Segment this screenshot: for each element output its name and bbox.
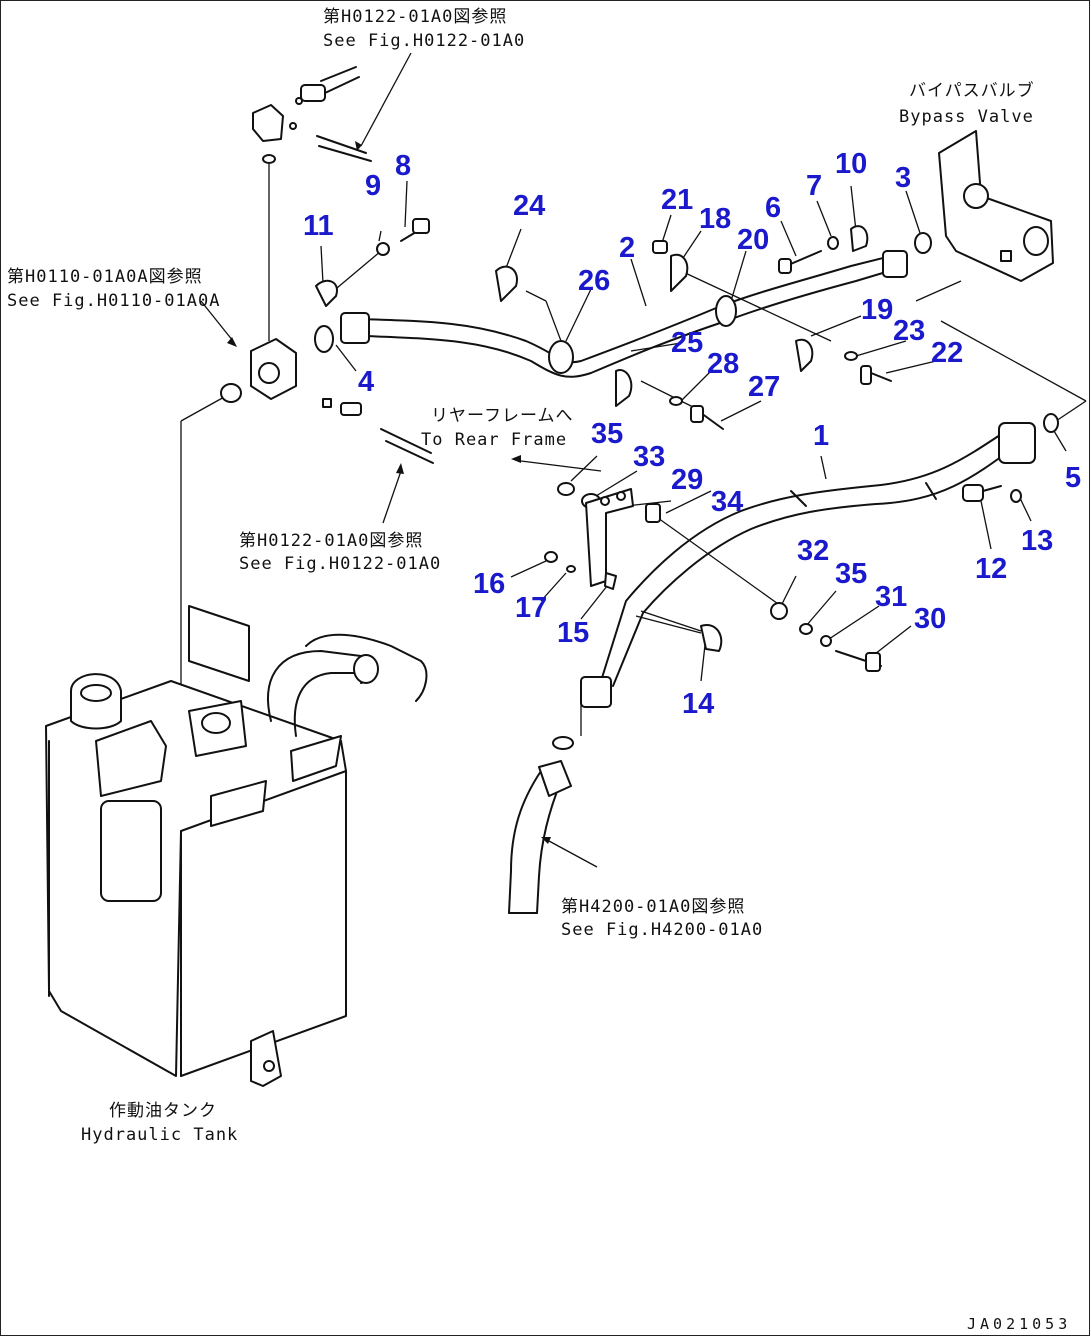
callout-21: 21	[661, 184, 694, 216]
callout-24: 24	[513, 190, 546, 222]
callout-14: 14	[682, 688, 715, 720]
ref-left-en: See Fig.H0110-01A0A	[7, 291, 221, 311]
callout-23: 23	[893, 315, 926, 347]
callout-29: 29	[671, 464, 704, 496]
callout-17: 17	[515, 592, 548, 624]
reference-leaders	[200, 52, 1087, 868]
callout-3: 3	[895, 162, 912, 194]
ref-left-jp: 第H0110-01A0A図参照	[7, 267, 203, 287]
callout-19: 19	[861, 294, 894, 326]
hose-1	[580, 422, 1036, 708]
rear-frame-jp: リヤーフレームへ	[431, 406, 574, 426]
ref-middle-jp: 第H0122-01A0図参照	[239, 531, 424, 551]
callout-12: 12	[975, 553, 1008, 585]
ref-bottom-en: See Fig.H4200-01A0	[561, 920, 764, 940]
callout-7: 7	[806, 170, 823, 202]
callout-9: 9	[365, 170, 382, 202]
rear-frame-en: To Rear Frame	[421, 430, 568, 450]
callout-30: 30	[914, 603, 947, 635]
ref-bottom-jp: 第H4200-01A0図参照	[561, 897, 746, 917]
small-parts	[315, 218, 1059, 750]
callout-32: 32	[797, 535, 830, 567]
ref-top-en: See Fig.H0122-01A0	[323, 31, 526, 51]
hydraulic-tank-en: Hydraulic Tank	[81, 1125, 239, 1145]
bypass-valve-jp: バイパスバルブ	[909, 81, 1035, 101]
callout-1: 1	[813, 420, 830, 452]
top-left-fitting	[252, 66, 372, 164]
callout-18: 18	[699, 203, 732, 235]
callout-13: 13	[1021, 525, 1054, 557]
callout-27: 27	[748, 371, 781, 403]
bypass-valve-en: Bypass Valve	[899, 107, 1034, 127]
callout-26: 26	[578, 265, 611, 297]
callout-15: 15	[557, 617, 590, 649]
hose-2	[340, 250, 908, 378]
callout-31: 31	[875, 581, 908, 613]
left-connector-block	[220, 325, 434, 464]
callout-2: 2	[619, 232, 636, 264]
lower-hose	[508, 760, 572, 914]
drawing-code: JA021053	[967, 1315, 1072, 1333]
callout-33: 33	[633, 441, 666, 473]
callout-28: 28	[707, 348, 740, 380]
callout-6: 6	[765, 192, 782, 224]
callout-35-upper: 35	[591, 418, 624, 450]
callout-8: 8	[395, 150, 412, 182]
ref-top-jp: 第H0122-01A0図参照	[323, 7, 508, 27]
callout-35-lower: 35	[835, 558, 868, 590]
callout-25: 25	[671, 327, 704, 359]
callout-11: 11	[303, 210, 334, 242]
callout-leaders	[180, 161, 1067, 736]
ref-middle-en: See Fig.H0122-01A0	[239, 554, 442, 574]
hydraulic-tank-jp: 作動油タンク	[109, 1101, 217, 1121]
callout-20: 20	[737, 224, 770, 256]
callout-22: 22	[931, 337, 964, 369]
bypass-valve	[914, 130, 1054, 282]
callout-10: 10	[835, 148, 868, 180]
callout-34: 34	[711, 486, 744, 518]
callout-5: 5	[1065, 462, 1082, 494]
callout-4: 4	[358, 366, 375, 398]
hydraulic-tank	[45, 605, 428, 1087]
callout-16: 16	[473, 568, 506, 600]
